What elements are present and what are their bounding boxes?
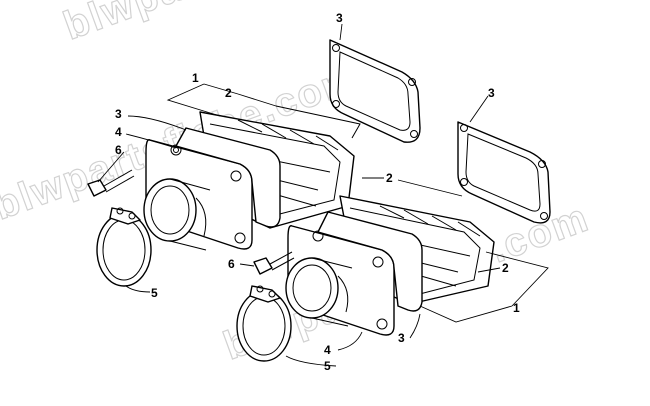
callout-4-lower: 4 <box>324 343 331 357</box>
watermark-text: blwpartsfiche.com <box>58 0 435 48</box>
intake-boot-lower <box>285 257 353 327</box>
callout-2-upper: 2 <box>225 86 232 100</box>
callout-5-upper: 5 <box>151 286 158 300</box>
callout-3-lower: 3 <box>398 331 405 345</box>
callout-2-lower: 2 <box>502 261 509 275</box>
callout-6-lower: 6 <box>228 257 235 271</box>
callout-4-upper: 4 <box>115 125 122 139</box>
hose-clamp-upper <box>96 207 152 287</box>
callout-3-right: 3 <box>488 86 495 100</box>
callout-labels: 1 2 3 3 4 6 3 2 5 6 2 1 3 4 5 <box>115 11 520 373</box>
gasket-upper <box>329 39 421 143</box>
intake-boot-upper <box>143 178 211 251</box>
bolt-upper <box>87 169 135 197</box>
leader-lines <box>97 23 549 367</box>
callout-2-middle: 2 <box>386 171 393 185</box>
hose-clamp-lower <box>236 285 292 362</box>
callout-5-lower: 5 <box>324 359 331 373</box>
callout-6-upper: 6 <box>115 143 122 157</box>
callout-1-lower: 1 <box>513 301 520 315</box>
callout-1-upper: 1 <box>192 71 199 85</box>
bolt-lower <box>253 251 295 275</box>
gasket-right <box>457 121 551 224</box>
callout-3-upper-left: 3 <box>115 107 122 121</box>
callout-3-top: 3 <box>336 11 343 25</box>
